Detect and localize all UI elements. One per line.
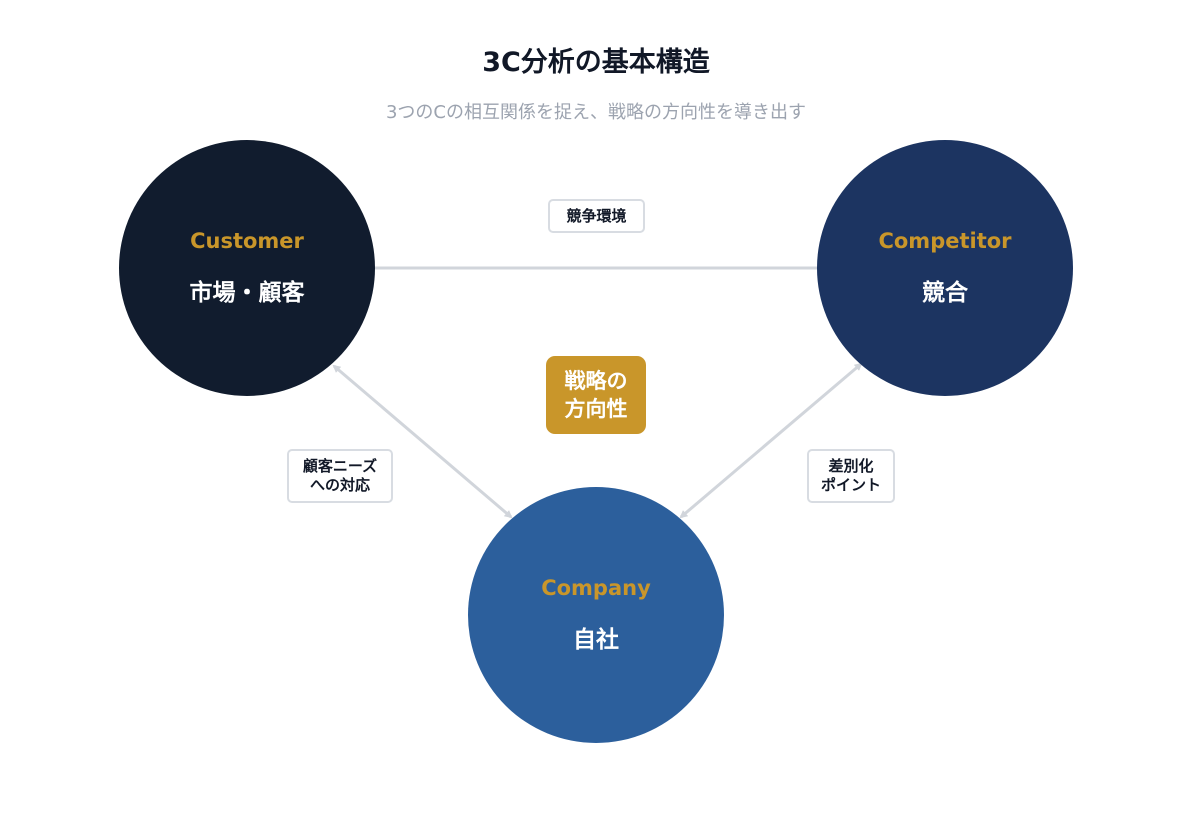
diagram-title: 3C分析の基本構造: [482, 47, 710, 78]
edge-label-differentiation: 差別化 ポイント: [807, 449, 895, 503]
edge-label-competition-text: 競争環境: [566, 206, 627, 225]
edge-label-line: ポイント: [820, 476, 881, 494]
node-customer-jp: 市場・顧客: [189, 280, 305, 306]
node-company: Company 自社: [468, 487, 724, 743]
diagram-subtitle: 3つのCの相互関係を捉え、戦略の方向性を導き出す: [385, 102, 807, 123]
node-company-en: Company: [541, 576, 651, 600]
edge-label-customer-needs: 顧客ニーズ への対応: [287, 449, 393, 503]
edge-label-competition: 競争環境: [548, 199, 645, 233]
node-competitor-jp: 競合: [922, 280, 968, 306]
strategy-direction-badge: 戦略の 方向性: [546, 356, 646, 434]
node-customer-en: Customer: [190, 229, 304, 253]
edge-label-line: 顧客ニーズ: [302, 457, 378, 475]
node-competitor: Competitor 競合: [817, 140, 1073, 396]
edge-customer-company: [332, 364, 513, 519]
node-company-jp: 自社: [573, 627, 619, 653]
edge-competitor-company: [679, 362, 863, 519]
edge-label-line: 差別化: [828, 457, 874, 475]
center-line: 戦略の: [564, 369, 628, 393]
node-competitor-en: Competitor: [878, 229, 1012, 253]
node-customer: Customer 市場・顧客: [119, 140, 375, 396]
center-line: 方向性: [564, 397, 628, 421]
edge-label-line: への対応: [309, 476, 370, 494]
